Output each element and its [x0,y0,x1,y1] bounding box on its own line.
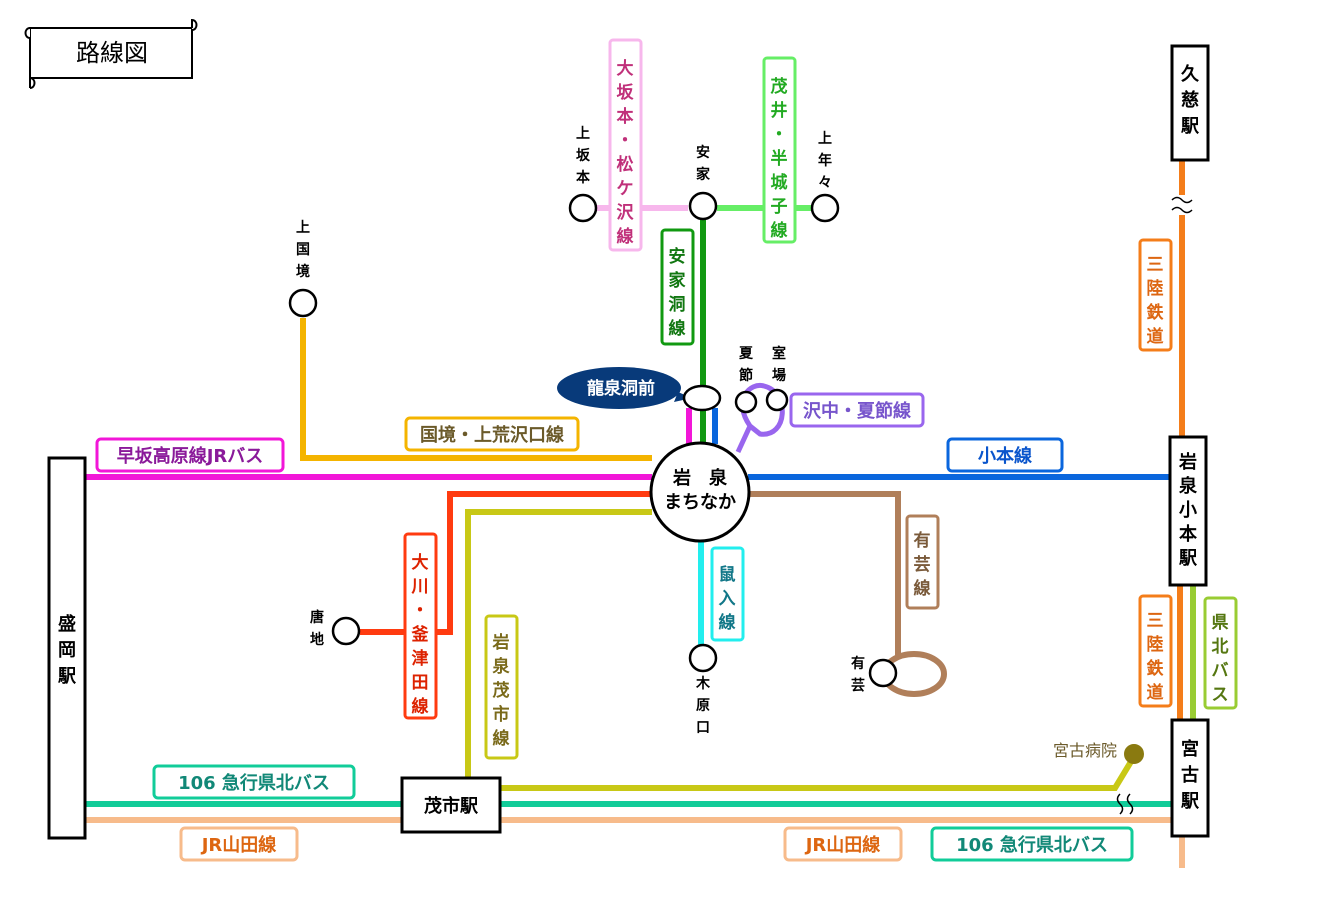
stop-miyako-hospital [1124,744,1144,764]
hub-label-top: 岩 泉 [672,467,728,489]
label-ugei-text: 有芸線 [914,530,931,599]
label-sanriku-north: 三陸鉄道 [1138,238,1173,352]
label-akka-do-text: 安家洞線 [669,246,686,339]
stop-kamikunizakai-label: 上国境 [296,220,310,280]
label-osakamoto-text: 大坂本・松ケ沢線 [617,58,635,247]
label-omoto: 小本線 [946,437,1064,473]
stop-kaminenu [810,193,840,223]
station-iwaizumi-omoto-label: 岩泉小本駅 [1178,451,1198,569]
stop-miyako-hospital-label: 宮古病院 [1053,741,1117,760]
label-sanriku-north-text: 三陸鉄道 [1147,255,1164,347]
stop-karachi [331,616,361,646]
label-kunizakai: 国境・上荒沢口線 [404,416,580,452]
station-morioka-label: 盛岡駅 [57,613,77,687]
label-sawanaka-text: 沢中・夏節線 [803,400,911,422]
station-iwaizumi-omoto: 岩泉小本駅 [1168,435,1208,587]
moichi-hospital-line [500,753,1138,791]
stop-muroba [765,388,789,412]
station-miyako-label: 宮古駅 [1180,738,1200,812]
ugei-line [748,491,901,657]
label-okawa-text: 大川・釜津田線 [411,552,430,717]
label-express-west: 106 急行県北バス [152,764,356,800]
stop-akka [688,191,718,221]
hub-label-bottom: まちなか [664,492,736,513]
station-kuji-label: 久慈駅 [1180,63,1200,137]
label-shigei: 茂井・半城子線 [762,56,797,244]
stop-akka-label: 安家 [696,144,711,183]
label-jr-yamada-west: JR山田線 [179,826,299,862]
label-moichi: 岩泉茂市線 [484,614,519,760]
station-morioka: 盛岡駅 [47,456,87,840]
label-osakamoto: 大坂本・松ケ沢線 [608,38,643,252]
label-ugei: 有芸線 [905,514,940,610]
station-kuji: 久慈駅 [1170,44,1210,162]
label-nezuri-text: 鼠入線 [719,564,736,633]
stop-kamikunizakai [288,288,318,318]
iwaizumi-moichi-line [465,509,652,778]
stop-kamisakamoto [568,193,598,223]
map-title: 路線図 [76,39,148,67]
stop-muroba-label: 室場 [772,345,786,384]
stop-kamisakamoto-label: 上坂本 [576,126,591,186]
label-express-east-text: 106 急行県北バス [956,834,1108,856]
stop-karachi-label: 唐地 [310,609,324,648]
stop-kaminenu-label: 上年々 [818,131,832,191]
stop-natsubushi-label: 夏節 [739,345,754,384]
station-moichi-label: 茂市駅 [424,795,479,817]
label-hayasaka: 早坂高原線JRバス [95,437,285,473]
label-kunizakai-text: 国境・上荒沢口線 [420,424,564,446]
label-sawanaka: 沢中・夏節線 [789,392,925,428]
label-jr-yamada-east-text: JR山田線 [804,834,881,856]
station-miyako: 宮古駅 [1170,718,1210,838]
title-scroll: 路線図 [24,18,198,89]
ryusendo-mae-label: 龍泉洞前 [587,378,655,399]
label-shigei-text: 茂井・半城子線 [771,76,788,241]
label-kenpoku-bus: 県北バス [1203,596,1238,710]
label-omoto-text: 小本線 [978,445,1032,467]
ryusendo-mae-callout: 龍泉洞前 [557,367,692,409]
label-sanriku-south-text: 三陸鉄道 [1147,611,1164,703]
iwaizumi-machinaka-hub: 岩 泉 まちなか [649,441,751,543]
stop-kiharaguchi-label: 木原口 [695,675,711,736]
label-hayasaka-text: 早坂高原線JRバス [117,445,264,467]
label-akka-do: 安家洞線 [660,228,695,346]
label-nezuri: 鼠入線 [710,546,745,642]
label-express-east: 106 急行県北バス [930,826,1134,862]
label-moichi-text: 岩泉茂市線 [492,632,511,749]
ryusendo-mae-stop [682,384,722,412]
stop-ugei [868,658,898,688]
label-express-west-text: 106 急行県北バス [178,772,330,794]
stop-kiharaguchi [688,643,718,673]
station-moichi: 茂市駅 [400,776,502,834]
label-sanriku-south: 三陸鉄道 [1138,594,1173,708]
break-mark-south [1116,793,1134,815]
label-jr-yamada-east: JR山田線 [783,826,903,862]
stop-natsubushi [734,390,758,414]
stop-ugei-label: 有芸 [851,655,865,694]
break-mark-north [1171,196,1193,214]
label-okawa: 大川・釜津田線 [403,532,438,720]
label-jr-yamada-west-text: JR山田線 [200,834,277,856]
label-kenpoku-bus-text: 県北バス [1212,613,1229,705]
kunizakai-line [300,318,652,461]
